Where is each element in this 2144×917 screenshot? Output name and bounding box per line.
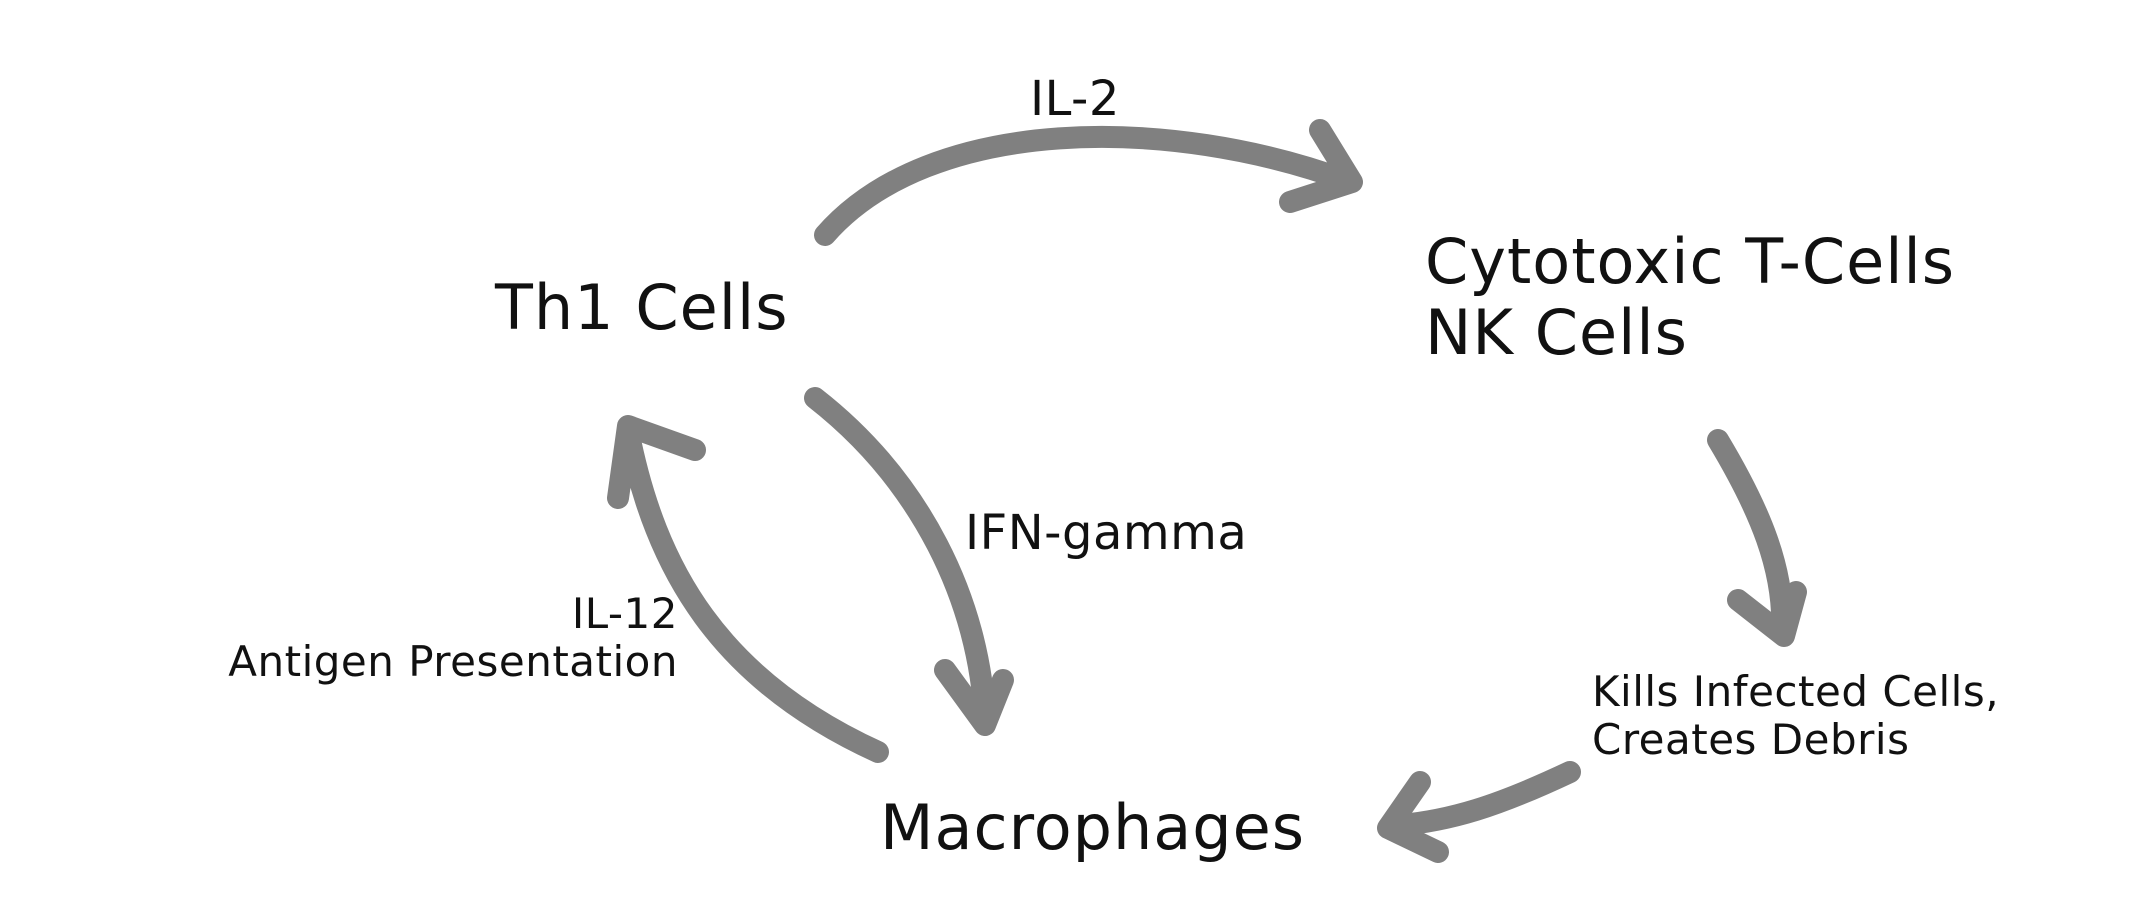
arrow-debris [1379, 761, 1581, 837]
kills-infected-label: Kills Infected Cells, Creates Debris [1592, 667, 2000, 765]
nk-cells-text: NK Cells [1425, 296, 1688, 370]
cytotoxic-t-cells-text: Cytotoxic T-Cells [1425, 225, 1956, 298]
arrow-kills-head [1727, 581, 1807, 647]
antigen-presentation-text: Antigen Presentation [228, 637, 678, 687]
arrow-il12-head [607, 415, 706, 509]
creates-debris-text: Creates Debris [1592, 715, 1910, 765]
arrow-ifn-head [934, 659, 1014, 736]
arrow-il12 [617, 419, 889, 763]
arrow-il2-head [1279, 119, 1363, 213]
il2-label: IL-2 [1030, 71, 1120, 127]
arrow-debris-head [1377, 771, 1449, 863]
il12-antigen-label: IL-12 Antigen Presentation [228, 589, 678, 687]
ifn-gamma-label: IFN-gamma [965, 505, 1248, 561]
kills-infected-text: Kills Infected Cells, [1592, 667, 2000, 716]
arrow-il2 [814, 125, 1361, 246]
macrophages-label: Macrophages [880, 791, 1306, 864]
cytotoxic-nk-label: Cytotoxic T-Cells NK Cells [1425, 226, 1955, 369]
arrow-ifn [804, 387, 996, 733]
il12-text: IL-12 [571, 589, 678, 638]
th1-cells-label: Th1 Cells [495, 271, 789, 344]
